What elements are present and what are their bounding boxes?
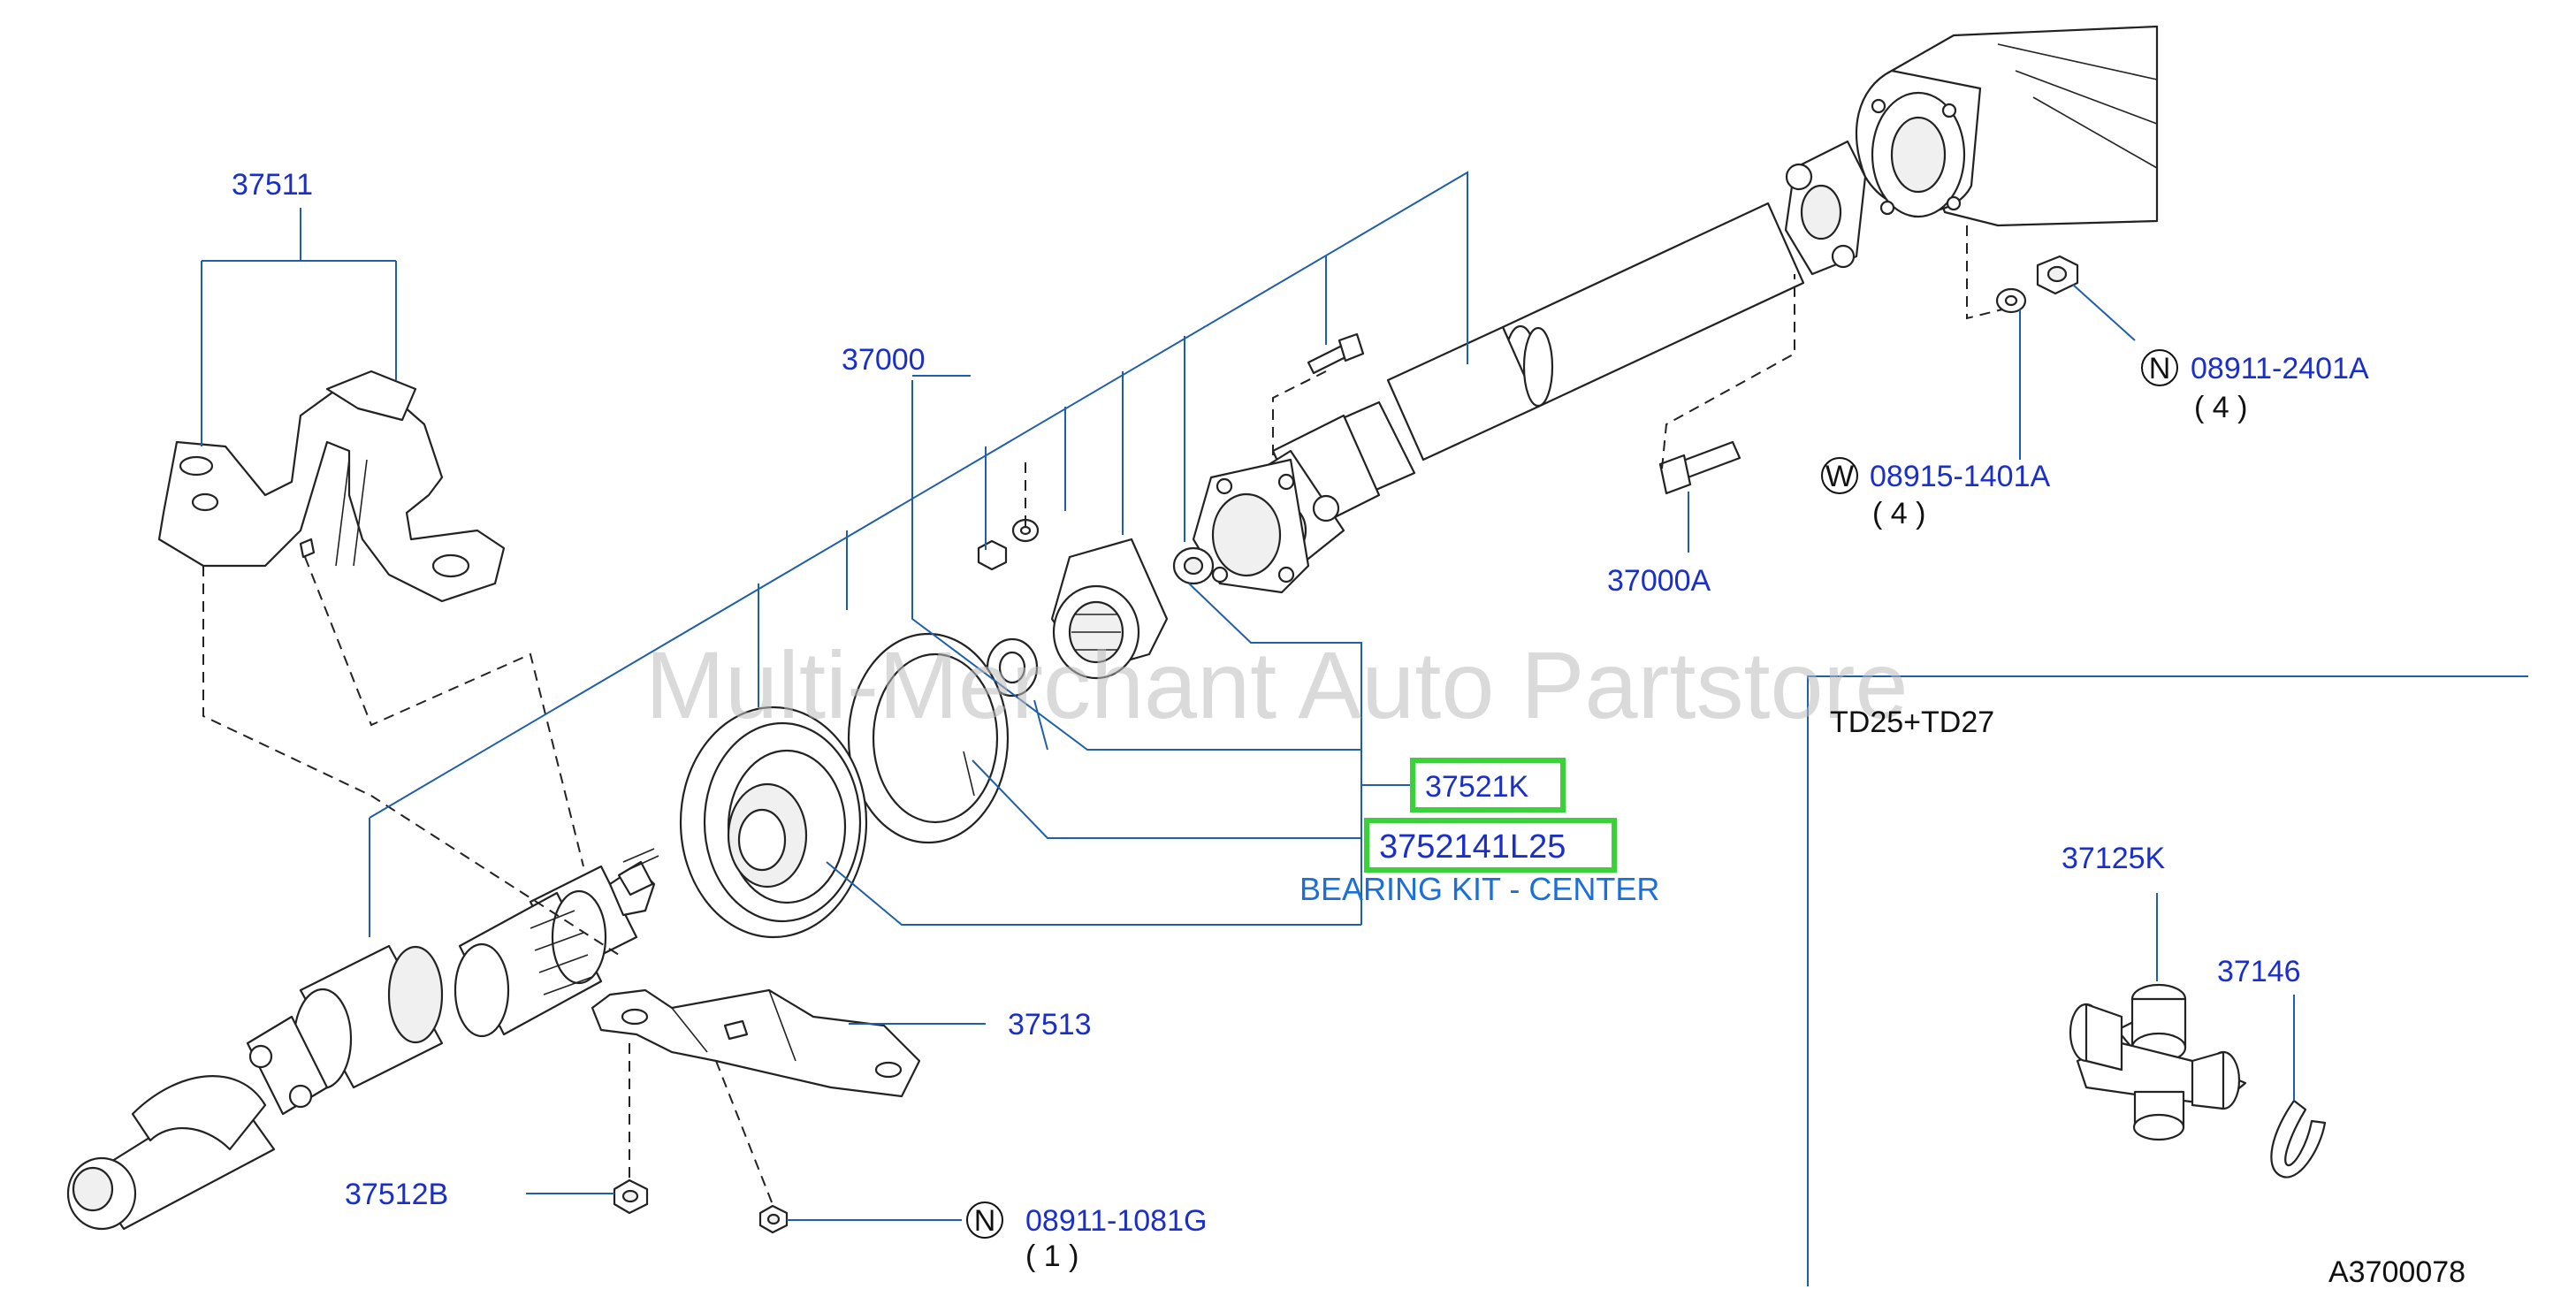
washer-nut-rear <box>1995 255 2079 314</box>
part-label-37000a[interactable]: 37000A <box>1607 564 1711 598</box>
part-label-37511[interactable]: 37511 <box>232 168 313 202</box>
highlight-box-37521k <box>1410 758 1566 812</box>
companion-flange <box>1050 538 1215 680</box>
nut-37512b <box>613 1179 649 1215</box>
part-label-37125k[interactable]: 37125K <box>2062 842 2166 875</box>
part-label-37512b[interactable]: 37512B <box>345 1178 448 1211</box>
part-label-37000[interactable]: 37000 <box>842 343 926 377</box>
symbol-marker-w: W <box>1821 457 1858 494</box>
front-propeller-shaft <box>66 848 659 1231</box>
universal-joint-cross <box>2069 983 2247 1141</box>
part-label-37513[interactable]: 37513 <box>1008 1008 1092 1041</box>
symbol-n-label: N <box>974 1204 996 1238</box>
bracket-37513 <box>591 988 921 1098</box>
symbol-n-label: N <box>2149 352 2171 385</box>
symbol-marker-n-bottom: N <box>966 1201 1003 1239</box>
quantity-08911-2401a: ( 4 ) <box>2194 391 2247 424</box>
center-bearing-ring <box>847 632 1010 844</box>
quantity-08911-1081g: ( 1 ) <box>1025 1240 1078 1273</box>
nut-washer-small <box>977 518 1040 571</box>
spacer-washer <box>986 637 1039 698</box>
transmission-housing <box>1855 25 2159 227</box>
center-bearing-mount <box>679 706 868 939</box>
part-label-3752141l25[interactable]: 3752141L25 <box>1379 828 1566 866</box>
bolt-center <box>1307 332 1365 375</box>
part-label-08915-1401a[interactable]: 08915-1401A <box>1870 460 2051 493</box>
part-label-08911-2401a[interactable]: 08911-2401A <box>2191 352 2369 385</box>
diagram-id: A3700078 <box>2328 1255 2465 1289</box>
rear-flange-yoke <box>1784 140 1867 276</box>
symbol-w-label: W <box>1825 460 1854 493</box>
part-label-37521k[interactable]: 37521K <box>1425 770 1529 804</box>
leader-lines <box>201 171 2528 1286</box>
symbol-marker-n-top: N <box>2141 349 2178 386</box>
nut-089111081g <box>758 1204 789 1234</box>
highlight-box-3752141l25 <box>1364 818 1617 873</box>
center-bearing-bracket <box>157 370 506 603</box>
quantity-08915-1401a: ( 4 ) <box>1872 497 1925 530</box>
part-label-37146[interactable]: 37146 <box>2217 955 2301 988</box>
part-description-bearing-kit: BEARING KIT - CENTER <box>1299 871 1659 907</box>
watermark: Multi-Merchant Auto Partstore <box>645 631 1909 738</box>
inset-title: TD25+TD27 <box>1830 706 1994 739</box>
assembly-dashed-lines <box>202 225 2003 1208</box>
snap-ring <box>2270 1099 2327 1179</box>
center-flange <box>1192 458 1310 594</box>
part-label-08911-1081g[interactable]: 08911-1081G <box>1025 1204 1207 1238</box>
bolt-37000a <box>1658 440 1741 495</box>
